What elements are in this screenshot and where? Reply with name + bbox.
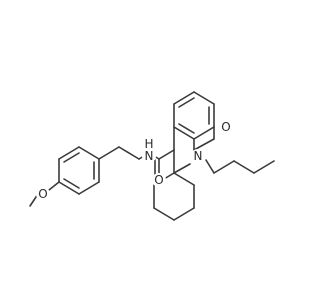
bond	[153, 207, 175, 221]
atom-hydrogen-amide: H	[144, 137, 153, 151]
bond	[173, 91, 195, 105]
bond	[118, 146, 140, 160]
bond	[173, 172, 195, 186]
molecule-canvas: O N H O N O	[29, 91, 275, 221]
bond	[213, 160, 235, 174]
bond	[205, 159, 215, 174]
bond	[78, 146, 100, 160]
bond	[63, 178, 80, 189]
atom-nitrogen-ring: N	[194, 149, 203, 163]
bond	[58, 146, 80, 160]
bond	[193, 91, 215, 105]
bond	[173, 126, 195, 140]
atom-oxygen-methoxy: O	[38, 187, 47, 201]
bond-network	[29, 91, 275, 221]
atom-oxygen-lactam: O	[221, 120, 230, 134]
atom-labels: O N H O N O	[36, 120, 233, 201]
bond	[63, 152, 80, 163]
bond	[173, 163, 191, 174]
bond	[48, 181, 60, 191]
bond	[158, 149, 175, 160]
bond	[178, 123, 195, 134]
bond	[98, 146, 120, 160]
atom-nitrogen-amide: N	[145, 149, 154, 163]
bond	[193, 138, 215, 151]
bond	[173, 207, 195, 221]
chemical-structure-diagram: O N H O N O	[29, 91, 275, 221]
bond	[78, 181, 100, 195]
bond	[193, 126, 215, 140]
bond	[233, 160, 255, 174]
bond	[253, 160, 275, 174]
atom-oxygen-amide: O	[154, 173, 163, 187]
bond	[178, 97, 195, 108]
bond	[58, 181, 80, 195]
